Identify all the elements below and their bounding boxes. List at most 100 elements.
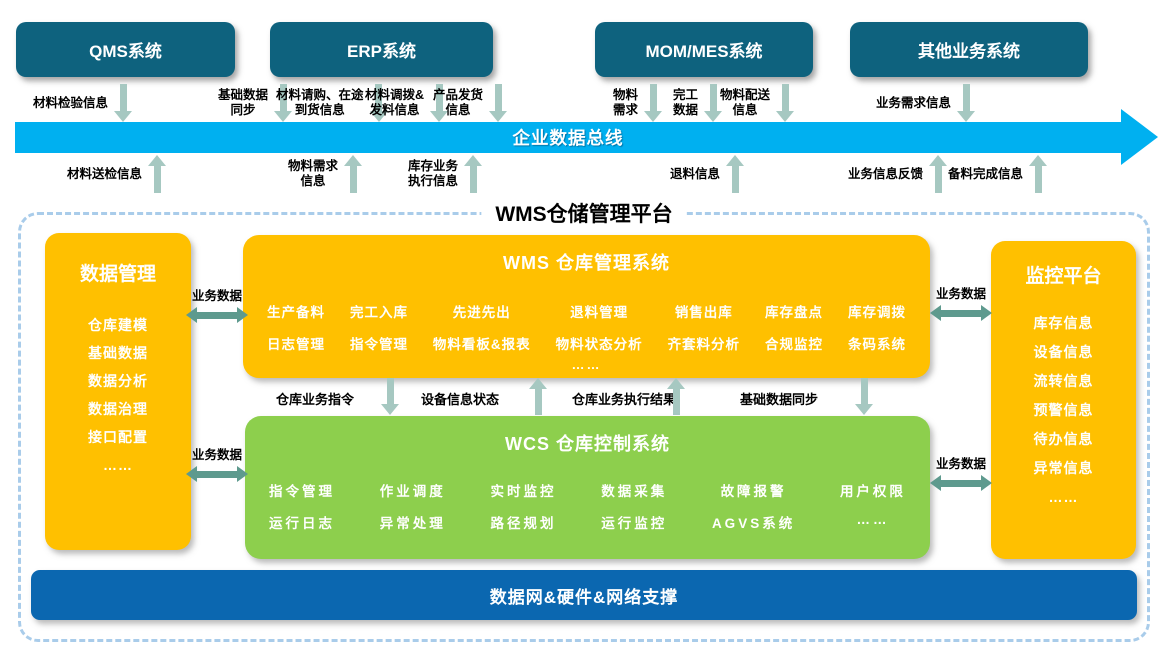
list-item: 先进先出 (452, 305, 511, 320)
flow-label: 完工数据 (673, 88, 699, 117)
list-item: 退料管理 (570, 305, 629, 320)
list-item: 条码系统 (847, 337, 906, 352)
business-data-link-right-bottom: 业务数据 (923, 453, 999, 491)
wms-items: 生产备料 日志管理 完工入库 指令管理 先进先出 物料看板&报表 退料管理 物料… (243, 301, 930, 353)
wms-column: 完工入库 指令管理 (350, 301, 408, 353)
wms-box: WMS 仓库管理系统 生产备料 日志管理 完工入库 指令管理 先进先出 物料看板… (243, 235, 930, 378)
link-label: 业务数据 (935, 457, 986, 471)
list-item: 数据分析 (88, 373, 148, 389)
flow-label: 材料检验信息 (33, 95, 109, 110)
flow-label: 备料完成信息 (948, 166, 1024, 181)
bus-arrowhead-icon (1121, 109, 1158, 165)
list-item: 仓库建模 (88, 317, 148, 333)
business-data-link-left-top: 业务数据 (179, 285, 255, 323)
link-label: 业务数据 (935, 287, 986, 301)
list-item: 异常处理 (379, 516, 446, 531)
system-box-label: QMS系统 (89, 42, 162, 61)
enterprise-data-bus: 企业数据总线 (15, 122, 1121, 153)
list-item: 作业调度 (379, 484, 446, 499)
wcs-column: 作业调度 异常处理 (380, 480, 446, 532)
flow-label: 业务信息反馈 (848, 166, 924, 181)
list-item: 合规监控 (765, 337, 824, 352)
bus-input-material-demand: 物料需求 (613, 84, 663, 122)
wcs-items: 指令管理 运行日志 作业调度 异常处理 实时监控 路径规划 数据采集 运行监控 … (245, 480, 930, 532)
bus-label: 企业数据总线 (512, 128, 624, 148)
list-item: 实时监控 (490, 484, 557, 499)
label-warehouse-business-instruction: 仓库业务指令 (276, 392, 355, 407)
list-item: 库存调拨 (847, 305, 906, 320)
flow-label: 基础数据同步 (218, 88, 269, 117)
wcs-column: 数据采集 运行监控 (601, 480, 667, 532)
label-device-info-status: 设备信息状态 (421, 392, 500, 407)
box-title: 数据管理 (79, 264, 156, 285)
monitor-platform-box: 监控平台 库存信息 设备信息 流转信息 预警信息 待办信息 异常信息 …… (991, 241, 1136, 559)
list-item: 流转信息 (1033, 373, 1094, 389)
down-arrow-icon (644, 84, 663, 122)
bus-output-material-demand: 物料需求信息 (288, 155, 363, 193)
down-arrow-icon (430, 84, 449, 122)
list-item: 设备信息 (1033, 344, 1094, 360)
down-arrow-icon (957, 84, 976, 122)
double-arrow-icon (930, 305, 992, 321)
data-management-box: 数据管理 仓库建模 基础数据 数据分析 数据治理 接口配置 …… (45, 233, 191, 550)
bus-input-purchase-arrival: 材料请购、在途到货信息 (276, 84, 388, 122)
double-arrow-icon (186, 307, 248, 323)
up-arrow-icon (464, 155, 483, 193)
bus-output-inventory-execution: 库存业务执行信息 (408, 155, 483, 193)
bus-output-preparation-complete: 备料完成信息 (948, 155, 1048, 193)
list-item: 故障报警 (720, 484, 787, 499)
list-item: AGVS系统 (711, 516, 796, 531)
down-arrow-icon (114, 84, 133, 122)
list-item: 数据治理 (88, 401, 148, 417)
system-box-qms: QMS系统 (16, 22, 235, 77)
data-management-items: 仓库建模 基础数据 数据分析 数据治理 接口配置 …… (45, 311, 191, 479)
list-item: 接口配置 (88, 429, 148, 445)
box-title: WMS 仓库管理系统 (503, 253, 670, 273)
foundation-bar: 数据网&硬件&网络支撑 (31, 570, 1137, 620)
down-arrow-icon (776, 84, 795, 122)
platform-title: WMS仓储管理平台 (481, 198, 687, 228)
up-arrow-icon (929, 155, 948, 193)
list-item: 待办信息 (1033, 431, 1094, 447)
bus-input-material-inspection: 材料检验信息 (33, 84, 133, 122)
label-warehouse-execution-result: 仓库业务执行结果 (572, 392, 677, 407)
list-item: 路径规划 (490, 516, 557, 531)
wcs-column: 用户权限 …… (840, 480, 906, 532)
wms-column: 库存盘点 合规监控 (765, 301, 823, 353)
down-arrow-icon (369, 84, 388, 122)
double-arrow-icon (930, 475, 992, 491)
wcs-column: 指令管理 运行日志 (269, 480, 335, 532)
list-item: 运行日志 (269, 516, 335, 531)
list-item: 销售出库 (674, 305, 733, 320)
list-item: 运行监控 (601, 516, 668, 531)
list-item: 日志管理 (267, 337, 325, 352)
wms-column: 退料管理 物料状态分析 (556, 301, 643, 353)
box-title: 监控平台 (1025, 266, 1102, 287)
system-box-label: ERP系统 (347, 42, 416, 61)
list-item: 生产备料 (267, 305, 325, 320)
system-box-label: 其他业务系统 (918, 42, 1020, 61)
up-arrow-icon (529, 378, 547, 415)
foundation-label: 数据网&硬件&网络支撑 (489, 587, 679, 607)
box-title: WCS 仓库控制系统 (505, 434, 670, 454)
wcs-box: WCS 仓库控制系统 指令管理 运行日志 作业调度 异常处理 实时监控 路径规划… (245, 416, 930, 559)
list-item: 异常信息 (1033, 460, 1094, 476)
down-arrow-icon (855, 378, 873, 415)
flow-label: 物料配送信息 (720, 88, 771, 117)
flow-label: 物料需求 (613, 88, 639, 117)
flow-label: 产品发货信息 (433, 88, 484, 117)
bus-output-material-return: 退料信息 (670, 155, 745, 193)
up-arrow-icon (1029, 155, 1048, 193)
list-item: 库存信息 (1033, 315, 1094, 331)
list-item: 齐套料分析 (667, 337, 741, 352)
list-item: 用户权限 (839, 484, 906, 499)
down-arrow-icon (274, 84, 293, 122)
list-item: 库存盘点 (765, 305, 824, 320)
flow-label: 库存业务执行信息 (408, 159, 459, 188)
list-item: 数据采集 (601, 484, 668, 499)
up-arrow-icon (726, 155, 745, 193)
list-item: …… (856, 512, 890, 527)
list-item: 指令管理 (349, 337, 408, 352)
business-data-link-left-bottom: 业务数据 (179, 444, 255, 482)
wms-column: 库存调拨 条码系统 (848, 301, 906, 353)
